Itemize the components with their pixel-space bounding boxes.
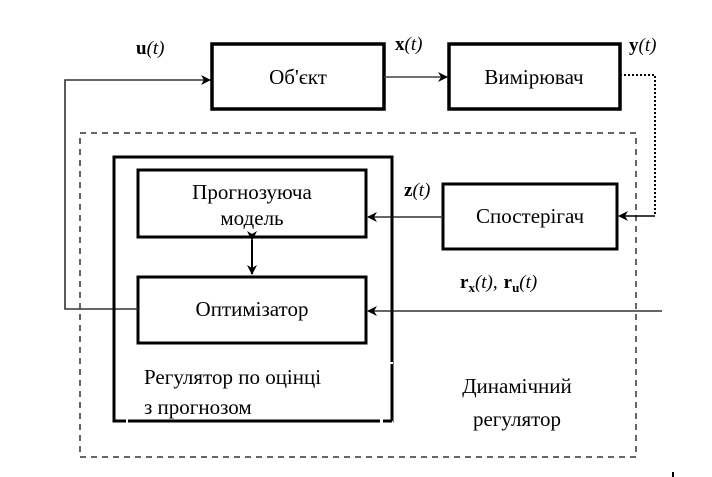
- x-signal-label: x(t): [395, 34, 422, 55]
- dynamic-regulator-frame: [79, 132, 637, 458]
- meter-block: Вимірювач: [447, 42, 622, 111]
- z-signal-label: z(t): [404, 180, 430, 201]
- predictive-model-label-1: Прогнозуюча: [192, 180, 312, 204]
- observer-label: Спостерігач: [476, 204, 585, 228]
- y-signal-line: [620, 74, 656, 216]
- observer-block: Спостерігач: [441, 182, 619, 251]
- y-signal-label: y(t): [629, 35, 656, 56]
- reference-signal-label: rx(t),ru(t): [460, 272, 537, 295]
- mpc-regulator-label-2: з прогнозом: [144, 395, 252, 419]
- predictive-model-block: Прогнозуюча модель: [136, 168, 368, 239]
- mpc-label-backdrop: [125, 360, 393, 424]
- u-signal-line: [64, 75, 211, 310]
- optimizer-block: Оптимізатор: [136, 275, 368, 345]
- object-block: Об'єкт: [210, 42, 386, 111]
- dynamic-regulator-label-1: Динамічний: [462, 374, 572, 398]
- meter-label: Вимірювач: [484, 65, 584, 89]
- stray-mark: [672, 472, 674, 477]
- u-signal-label: u(t): [136, 38, 165, 59]
- dynamic-regulator-label-2: регулятор: [473, 407, 561, 431]
- mpc-regulator-label-1: Регулятор по оцінці: [144, 365, 321, 389]
- object-label: Об'єкт: [269, 65, 327, 89]
- optimizer-label: Оптимізатор: [196, 297, 309, 321]
- predictive-model-label-2: модель: [220, 206, 283, 230]
